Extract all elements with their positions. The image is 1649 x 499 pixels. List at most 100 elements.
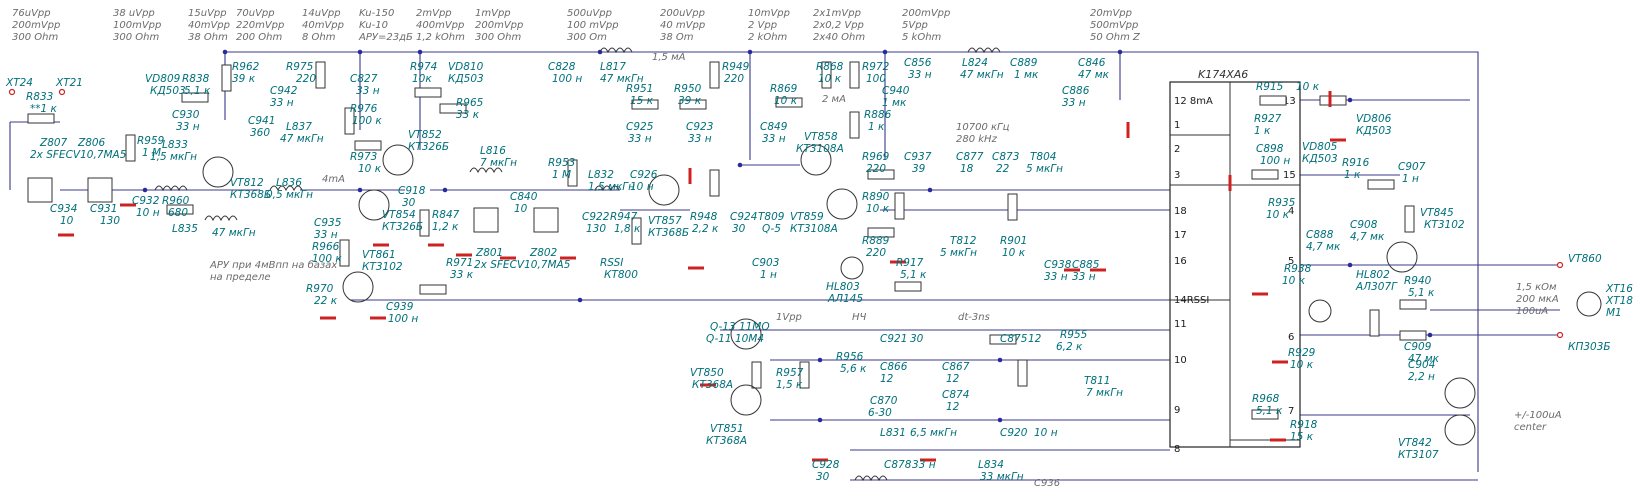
- svg-text:Q-5: Q-5: [762, 223, 781, 235]
- svg-text:T811: T811: [1084, 375, 1110, 387]
- svg-text:HL803: HL803: [826, 281, 860, 293]
- level-10: 200uVpp: [660, 8, 705, 19]
- svg-text:L835: L835: [172, 223, 198, 235]
- svg-text:R833: R833: [26, 91, 53, 103]
- svg-text:HL802: HL802: [1356, 269, 1390, 281]
- svg-text:C904: C904: [1408, 359, 1435, 371]
- svg-text:15 к: 15 к: [630, 95, 654, 107]
- svg-text:9: 9: [1174, 405, 1180, 416]
- svg-text:680: 680: [168, 207, 188, 219]
- svg-text:R847: R847: [432, 209, 460, 221]
- level-7: 2mVpp: [416, 8, 452, 19]
- svg-text:10 к: 10 к: [1282, 275, 1306, 287]
- svg-text:R838: R838: [182, 73, 210, 85]
- svg-text:C920: C920: [1000, 427, 1028, 439]
- svg-text:8: 8: [1174, 444, 1180, 455]
- svg-text:R973: R973: [350, 151, 377, 163]
- level-14: 20mVpp: [1090, 8, 1132, 19]
- svg-text:38 Om: 38 Om: [660, 32, 694, 43]
- svg-text:L833: L833: [162, 139, 188, 151]
- svg-text:10 к: 10 к: [818, 73, 842, 85]
- svg-text:КТ326Б: КТ326Б: [382, 221, 423, 233]
- svg-text:300 Ohm: 300 Ohm: [12, 32, 58, 43]
- led-hl802: [1308, 299, 1332, 323]
- svg-text:100 н: 100 н: [552, 73, 582, 85]
- svg-text:R965: R965: [456, 97, 484, 109]
- svg-text:VT859: VT859: [790, 211, 824, 223]
- svg-text:C867: C867: [942, 361, 970, 373]
- svg-text:C828: C828: [548, 61, 576, 73]
- svg-text:C846: C846: [1078, 57, 1106, 69]
- svg-text:L837: L837: [286, 121, 312, 133]
- svg-text:10 к: 10 к: [1290, 359, 1314, 371]
- svg-text:C918: C918: [398, 185, 426, 197]
- svg-text:1,2 kOhm: 1,2 kOhm: [416, 32, 465, 43]
- svg-text:1,5 мА: 1,5 мА: [652, 52, 686, 63]
- svg-text:R951: R951: [626, 83, 653, 95]
- svg-text:5Vpp: 5Vpp: [902, 20, 928, 31]
- svg-text:220: 220: [724, 73, 744, 85]
- svg-text:VT845: VT845: [1420, 207, 1454, 219]
- svg-text:10к: 10к: [412, 73, 432, 85]
- svg-text:1,8 к: 1,8 к: [614, 223, 641, 235]
- svg-text:40mVpp: 40mVpp: [302, 20, 344, 31]
- svg-text:33 н: 33 н: [908, 69, 932, 81]
- svg-text:C903: C903: [752, 257, 779, 269]
- svg-text:33 н: 33 н: [176, 121, 200, 133]
- components: [8, 47, 1602, 482]
- svg-text:dt-3ns: dt-3ns: [958, 312, 990, 323]
- svg-text:10 к: 10 к: [1266, 209, 1290, 221]
- svg-text:**1 к: **1 к: [30, 103, 58, 115]
- svg-text:2: 2: [1174, 144, 1180, 155]
- svg-text:47 мкГн: 47 мкГн: [280, 133, 324, 145]
- svg-text:XT16: XT16: [1605, 283, 1633, 295]
- svg-text:33 н: 33 н: [1062, 97, 1086, 109]
- svg-text:10: 10: [60, 215, 74, 227]
- svg-text:C937: C937: [904, 151, 932, 163]
- svg-text:220: 220: [866, 163, 886, 175]
- svg-text:C930: C930: [172, 109, 200, 121]
- svg-text:16: 16: [1174, 256, 1187, 267]
- svg-text:33 н: 33 н: [356, 85, 380, 97]
- wiring: [9, 51, 1560, 481]
- svg-text:7: 7: [1288, 406, 1294, 417]
- svg-text:C856: C856: [904, 57, 932, 69]
- svg-text:Z806: Z806: [77, 137, 106, 149]
- svg-text:C909: C909: [1404, 341, 1432, 353]
- svg-text:C908: C908: [1350, 219, 1378, 231]
- svg-text:500mVpp: 500mVpp: [1090, 20, 1138, 31]
- svg-text:C886: C886: [1062, 85, 1090, 97]
- svg-text:300 Om: 300 Om: [567, 32, 607, 43]
- svg-text:8 Ohm: 8 Ohm: [302, 32, 336, 43]
- svg-text:R918: R918: [1290, 419, 1318, 431]
- svg-text:10 н: 10 н: [136, 207, 160, 219]
- level-6: Ku-150: [359, 8, 394, 19]
- svg-text:2 Vpp: 2 Vpp: [748, 20, 777, 31]
- svg-text:C849: C849: [760, 121, 788, 133]
- svg-text:VT851: VT851: [710, 423, 744, 435]
- svg-text:R916: R916: [1342, 157, 1370, 169]
- svg-text:L831: L831: [880, 427, 906, 439]
- svg-text:2,2 к: 2,2 к: [692, 223, 719, 235]
- svg-text:L817: L817: [600, 61, 626, 73]
- level-9: 500uVpp: [567, 8, 612, 19]
- svg-text:КТ3108А: КТ3108А: [790, 223, 838, 235]
- svg-text:18: 18: [1174, 206, 1187, 217]
- svg-text:1 M: 1 M: [142, 147, 161, 159]
- svg-text:R929: R929: [1288, 347, 1316, 359]
- svg-text:33 н: 33 н: [628, 133, 652, 145]
- svg-text:C938: C938: [1044, 259, 1072, 271]
- ic-k174xa6: K174XA6 12 8mA 1 2 3 18 17 16 14RSSI 11 …: [1169, 68, 1301, 455]
- svg-text:2x0,2 Vpp: 2x0,2 Vpp: [813, 20, 864, 31]
- svg-text:100 н: 100 н: [1260, 155, 1290, 167]
- svg-text:R950: R950: [674, 83, 702, 95]
- svg-text:M1: M1: [1606, 307, 1622, 319]
- svg-text:130: 130: [586, 223, 606, 235]
- junctions: [142, 49, 1433, 423]
- svg-text:КТ368Б: КТ368Б: [648, 227, 689, 239]
- svg-text:5 мкГн: 5 мкГн: [940, 247, 977, 259]
- svg-text:R901: R901: [1000, 235, 1027, 247]
- svg-text:100uA: 100uA: [1516, 306, 1548, 317]
- svg-text:0,5 мкГн: 0,5 мкГн: [266, 189, 313, 201]
- svg-text:R940: R940: [1404, 275, 1432, 287]
